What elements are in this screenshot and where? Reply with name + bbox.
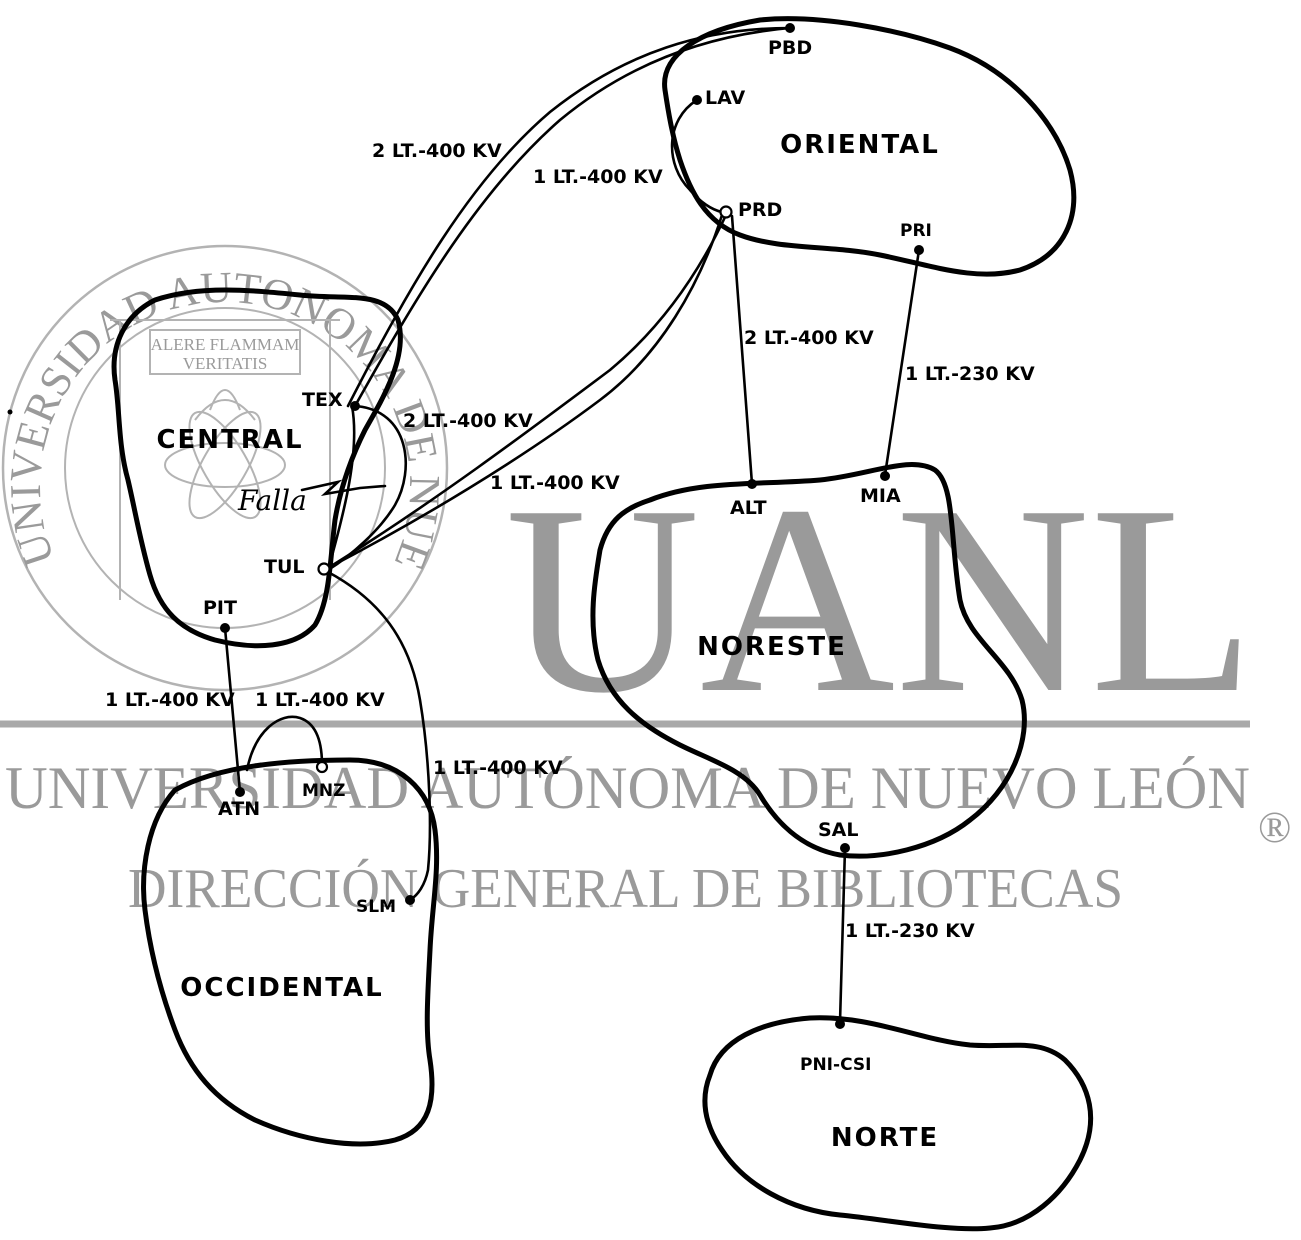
line-prd-alt: [730, 214, 754, 486]
node-tul-dot: [317, 562, 331, 576]
node-mnz-dot: [315, 760, 329, 774]
line-prd-alt-label: 2 LT.-400 KV: [744, 327, 874, 349]
seal-atom-orbit-2: [188, 410, 262, 520]
node-sal-dot: [840, 843, 850, 853]
region-occidental-outline: [141, 757, 440, 1147]
regions: ORIENTAL CENTRAL NORESTE OCCIDENTAL NORT…: [111, 16, 1094, 1232]
node-mia-dot: [880, 471, 890, 481]
line-sal-pni-label: 1 LT.-230 KV: [845, 920, 975, 942]
nodes: PBD LAV PRD PRI TEX TUL PIT ALT MIA ATN …: [203, 23, 932, 1075]
region-noreste-label: NORESTE: [697, 632, 847, 662]
fault-zigzag: [300, 479, 387, 497]
line-tul-slm-label: 1 LT.-400 KV: [433, 757, 563, 779]
node-alt-label: ALT: [730, 497, 767, 519]
region-norte-label: NORTE: [831, 1123, 939, 1153]
seal-motto-line-2: VERITATIS: [183, 354, 268, 373]
node-prd-dot: [719, 205, 733, 219]
transmission-lines: [223, 26, 921, 1024]
line-lav-prd: [670, 98, 724, 214]
line-pit-atn-label: 1 LT.-400 KV: [105, 689, 235, 711]
node-pbd-dot: [785, 23, 795, 33]
node-pni-csi-label: PNI-CSI: [800, 1055, 871, 1075]
node-slm-label: SLM: [356, 897, 396, 917]
line-tul-slm: [326, 570, 432, 902]
node-pbd-label: PBD: [768, 37, 812, 59]
university-seal: UNIVERSIDAD AUTONOMA DE NUEVO LEON ALERE…: [0, 0, 449, 692]
node-lav-label: LAV: [705, 87, 746, 109]
line-tul-prd-2: [326, 213, 728, 570]
line-tex-pbd-b: [346, 26, 792, 408]
node-tex-dot: [350, 401, 360, 411]
line-tex-tul-direct: [326, 404, 356, 572]
fault-annotation: Falla: [237, 484, 307, 517]
line-tex-pbd-label: 2 LT.-400 KV: [372, 140, 502, 162]
line-tex-pbd-a: [353, 26, 792, 408]
seal-atom-orbit-3: [188, 410, 262, 520]
node-tex-label: TEX: [302, 389, 343, 411]
region-oriental-label: ORIENTAL: [780, 130, 940, 160]
node-pri-label: PRI: [900, 221, 932, 241]
watermark-uanl: UANL: [505, 450, 1255, 749]
node-pri-dot: [914, 245, 924, 255]
node-sal-label: SAL: [818, 819, 859, 841]
region-central-label: CENTRAL: [156, 425, 303, 455]
node-prd-label: PRD: [738, 199, 782, 221]
node-pni-csi-dot: [835, 1019, 845, 1029]
node-pit-label: PIT: [203, 597, 237, 619]
line-atn-mnz: [245, 715, 324, 772]
node-alt-dot: [747, 479, 757, 489]
watermark-university: UNIVERSIDAD AUTÓNOMA DE NUEVO LEÓN: [5, 755, 1250, 821]
watermark-direction: DIRECCIÓN GENERAL DE BIBLIOTECAS: [128, 857, 1123, 920]
seal-flame-icon: [194, 389, 256, 421]
line-tul-prd: [326, 213, 724, 570]
node-slm-dot: [405, 895, 415, 905]
node-atn-dot: [235, 787, 245, 797]
line-lav-prd-label: 1 LT.-400 KV: [533, 166, 663, 188]
line-atn-mnz-label: 1 LT.-400 KV: [255, 689, 385, 711]
line-tul-prd-label: 1 LT.-400 KV: [490, 472, 620, 494]
node-pit-dot: [220, 623, 230, 633]
region-noreste-outline: [590, 462, 1027, 859]
line-pri-mia: [883, 248, 921, 477]
node-lav-dot: [692, 95, 702, 105]
seal-atom-orbit-1: [164, 442, 286, 488]
watermark-registered: ®: [1258, 803, 1291, 852]
node-atn-label: ATN: [218, 798, 260, 820]
line-tex-tul-label: 2 LT.-400 KV: [403, 410, 533, 432]
seal-outer-ring: [1, 244, 449, 692]
line-sal-pni: [838, 846, 847, 1024]
node-mia-label: MIA: [860, 485, 901, 507]
line-labels: 2 LT.-400 KV 1 LT.-400 KV 2 LT.-400 KV 1…: [105, 140, 1035, 942]
seal-motto-banner: [149, 329, 301, 375]
node-mnz-label: MNZ: [302, 781, 345, 801]
region-norte-outline: [702, 1015, 1094, 1232]
seal-motto-line-1: ALERE FLAMMAM: [151, 335, 300, 354]
stray-dot: [7, 409, 13, 415]
region-occidental-label: OCCIDENTAL: [180, 973, 383, 1003]
line-pri-mia-label: 1 LT.-230 KV: [905, 363, 1035, 385]
line-pit-atn: [223, 626, 242, 794]
node-tul-label: TUL: [264, 556, 305, 578]
region-oriental-outline: [662, 16, 1077, 277]
region-central-outline: [111, 287, 403, 649]
